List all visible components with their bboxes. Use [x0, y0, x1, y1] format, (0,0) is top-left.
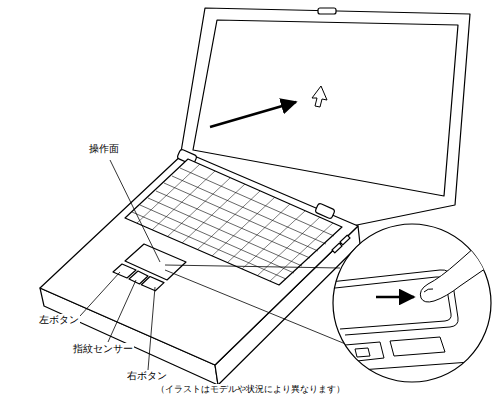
part-label: 右ボタン: [126, 370, 168, 382]
cursor-icon: [312, 86, 327, 107]
key-columns: [137, 164, 333, 281]
motion-arrow: [376, 296, 414, 298]
port: [332, 243, 342, 253]
right-button: [141, 277, 164, 291]
zoom-circle: [333, 224, 491, 382]
camera: [318, 8, 336, 14]
base-top: [40, 152, 358, 365]
key-rows: [132, 168, 334, 279]
part-label: 左ボタン: [38, 314, 80, 326]
part-label: 指紋センサー: [72, 343, 134, 355]
caption: （イラストはモデルや状況により異なります）: [156, 384, 345, 395]
part-label: 操作面: [88, 143, 120, 155]
motion-arrow: [210, 102, 296, 127]
leader-lines: [80, 160, 348, 370]
port: [340, 235, 350, 245]
screen: [193, 20, 458, 196]
keyboard: [125, 159, 342, 285]
zoom-detail: [330, 225, 499, 372]
